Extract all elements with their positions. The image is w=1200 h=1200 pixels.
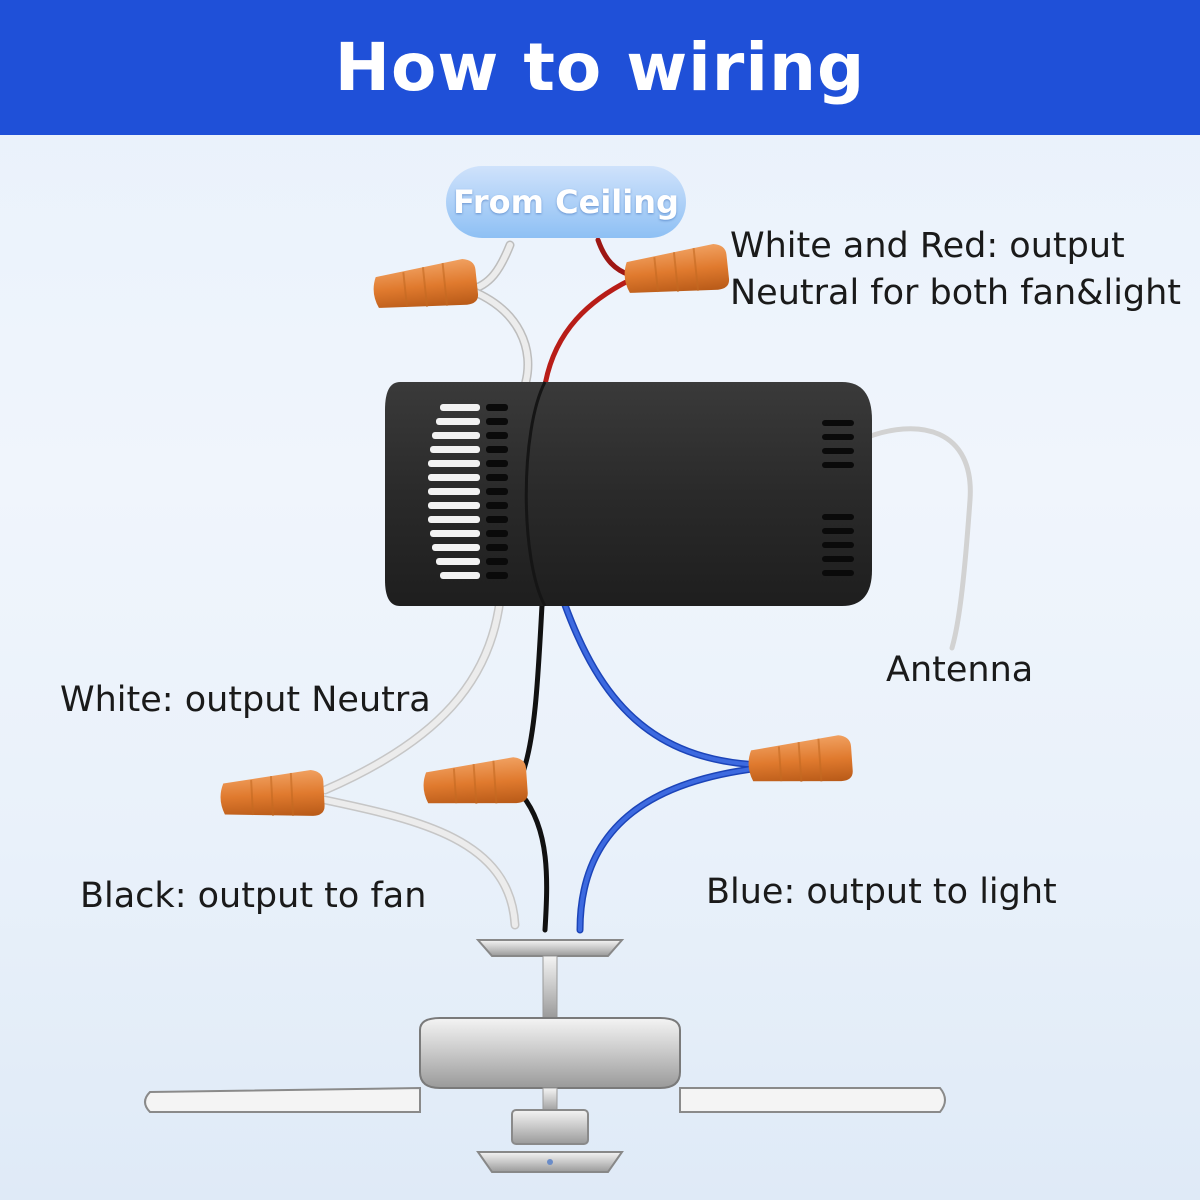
label-blue-output: Blue: output to light (706, 872, 1057, 912)
white-wire-top (465, 240, 533, 390)
label-white-output: White: output Neutra (60, 680, 431, 720)
blue-wire-bottom (561, 601, 764, 934)
white-wire-bottom (320, 595, 520, 930)
from-ceiling-badge: From Ceiling (446, 166, 686, 238)
wire-nut-icon (423, 757, 528, 805)
ceiling-fan-icon (144, 939, 946, 1173)
wire-nut-icon (373, 258, 479, 308)
label-antenna: Antenna (886, 650, 1034, 690)
antenna-wire (857, 426, 973, 651)
from-ceiling-label: From Ceiling (453, 183, 679, 221)
black-wire-bottom (519, 602, 550, 933)
wire-nut-icon (748, 735, 853, 783)
wire-nut-icon (220, 769, 325, 817)
label-black-output: Black: output to fan (80, 876, 427, 916)
label-white-red-line1: White and Red: output (730, 226, 1125, 266)
red-wire-top (542, 237, 633, 388)
page-title: How to wiring (334, 29, 866, 106)
label-white-red-line2: Neutral for both fan&light (730, 273, 1182, 313)
wire-nut-icon (624, 243, 730, 293)
header-banner: How to wiring (0, 0, 1200, 135)
remote-receiver-icon (385, 381, 872, 607)
